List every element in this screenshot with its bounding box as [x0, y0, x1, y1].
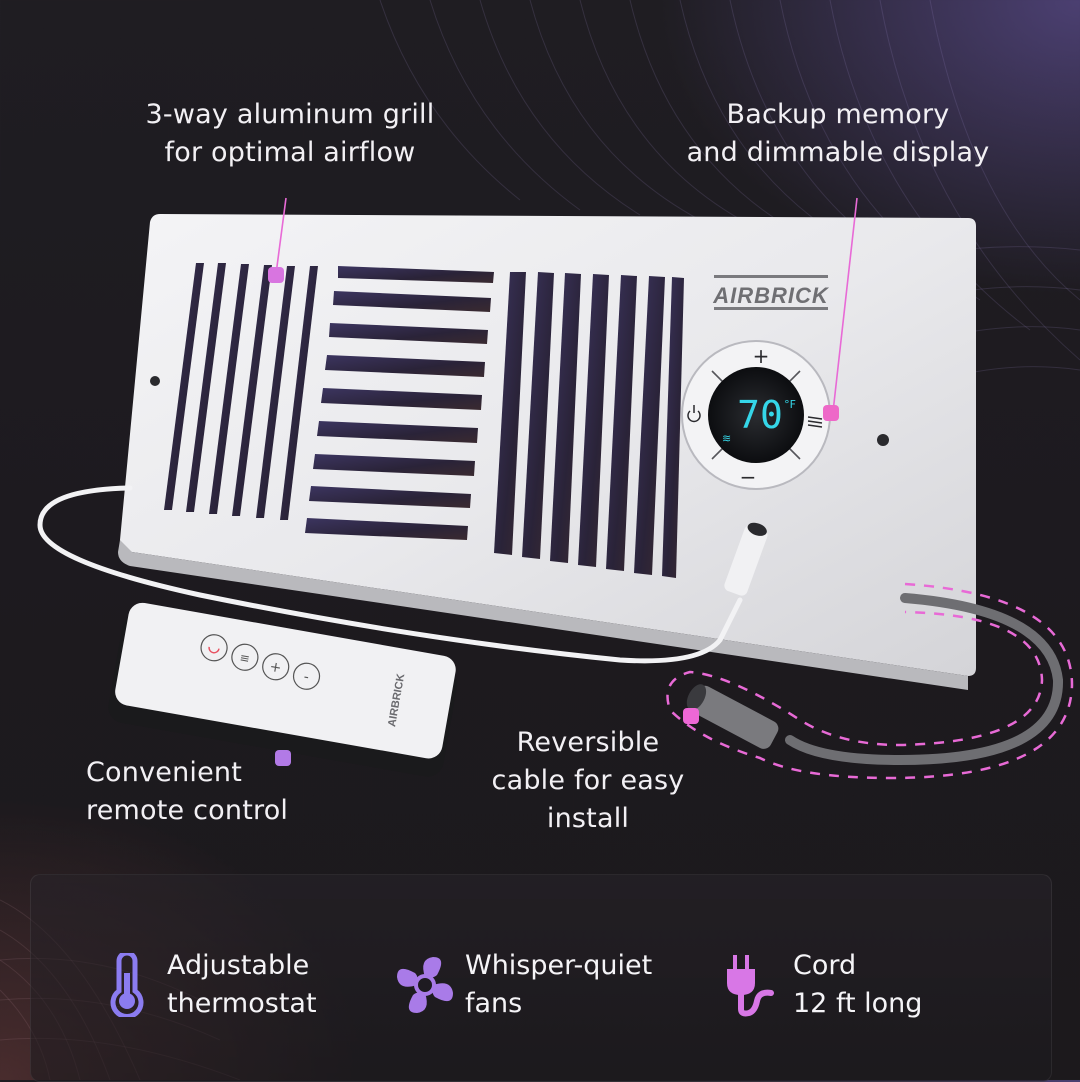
brand-logo: AIRBRICK [712, 275, 830, 310]
svg-text:−: − [740, 465, 757, 489]
vent-device: AIRBRICK 70 °F ≋ + − [37, 197, 1074, 780]
svg-text:≡: ≡ [239, 650, 251, 666]
callout-remote: Convenient remote control [86, 754, 346, 830]
feature-cord-line2: 12 ft long [793, 988, 923, 1019]
callout-cable-line1: Reversible [516, 727, 660, 758]
feature-cord-line1: Cord [793, 950, 857, 981]
callout-cable-line2: cable for easy [491, 765, 685, 796]
feature-thermostat: Adjustable thermostat [95, 947, 317, 1023]
marker-cable [683, 708, 699, 724]
marker-grill [268, 267, 284, 283]
control-dial: 70 °F ≋ + − [681, 340, 831, 490]
callout-cable: Reversible cable for easy install [468, 724, 708, 838]
callout-grill-line1: 3-way aluminum grill [145, 99, 435, 130]
plug-icon [721, 949, 785, 1021]
callout-grill: 3-way aluminum grill for optimal airflow [120, 96, 460, 172]
feature-thermostat-line1: Adjustable [167, 950, 310, 981]
marker-display [823, 405, 839, 421]
feature-thermostat-line2: thermostat [167, 988, 317, 1019]
callout-memory-line2: and dimmable display [686, 137, 990, 168]
callout-remote-line2: remote control [86, 795, 289, 826]
svg-text:70: 70 [737, 393, 783, 437]
callout-memory: Backup memory and dimmable display [668, 96, 1008, 172]
marker-remote [275, 750, 291, 766]
thermometer-icon [95, 949, 159, 1021]
features-panel: Adjustable thermostat Whisper-quiet fans [30, 874, 1052, 1082]
feature-cord: Cord 12 ft long [721, 947, 922, 1023]
svg-text:+: + [268, 659, 282, 677]
callout-remote-line1: Convenient [86, 757, 242, 788]
callout-cable-line3: install [546, 803, 630, 834]
feature-fans: Whisper-quiet fans [393, 947, 652, 1023]
svg-text:-: - [302, 669, 310, 686]
callout-memory-line1: Backup memory [726, 99, 950, 130]
fan-icon [393, 949, 457, 1021]
feature-fans-line2: fans [465, 988, 523, 1019]
svg-text:°F: °F [784, 398, 796, 411]
svg-text:≋: ≋ [722, 432, 731, 445]
remote-control: ≡ + - AIRBRICK [108, 602, 458, 777]
svg-text:AIRBRICK: AIRBRICK [712, 283, 830, 308]
svg-text:+: + [753, 344, 770, 368]
feature-fans-line1: Whisper-quiet [465, 950, 653, 981]
callout-grill-line2: for optimal airflow [164, 137, 416, 168]
